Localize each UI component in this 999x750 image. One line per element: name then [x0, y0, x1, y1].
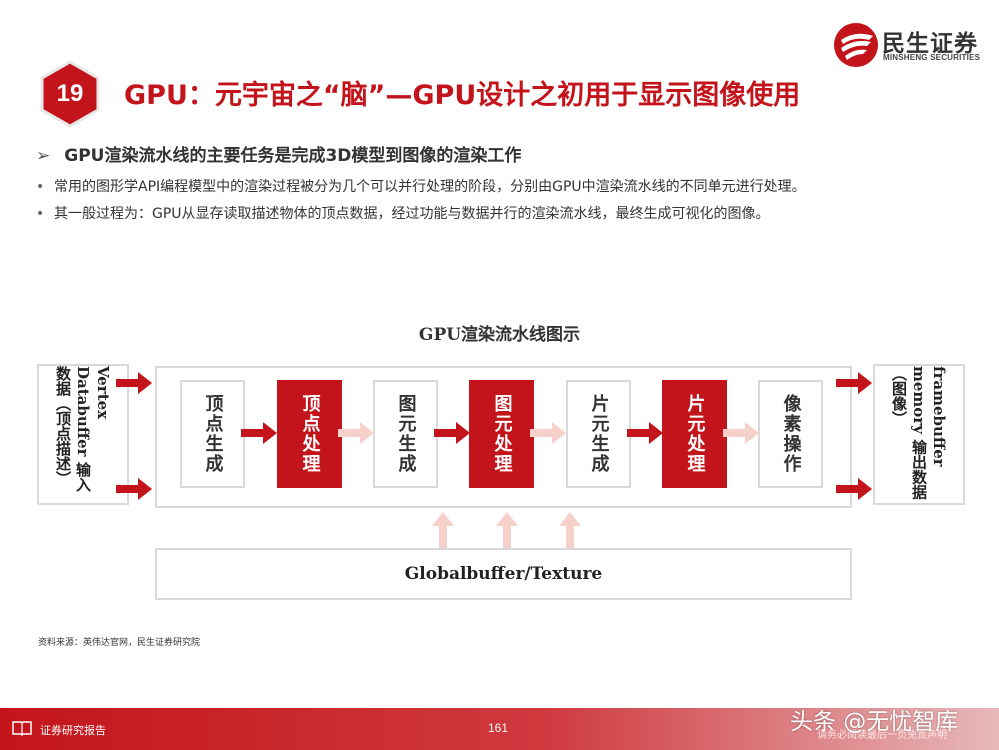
- output-data-box: framebuffer memory 输出数据（图像）: [873, 364, 965, 505]
- arrow-right-icon: [241, 422, 277, 444]
- diagram-title: GPU渲染流水线图示: [418, 325, 581, 345]
- footer-page-number: 161: [488, 721, 509, 735]
- minsheng-logo-icon: [834, 23, 878, 67]
- bullet-text: 其一般过程为：GPU从显存读取描述物体的顶点数据，经过功能与数据并行的渲染流水线…: [54, 206, 770, 222]
- bullet-item: • 其一般过程为：GPU从显存读取描述物体的顶点数据，经过功能与数据并行的渲染流水…: [36, 203, 770, 223]
- arrow-right-icon: [723, 422, 759, 444]
- input-data-label: Vertex Databuffer 输入数据（顶点描述）: [54, 366, 112, 492]
- subheading-text: GPU渲染流水线的主要任务是完成3D模型到图像的渲染工作: [64, 146, 522, 166]
- global-buffer-box: Globalbuffer/Texture: [155, 548, 852, 600]
- arrow-bullet-icon: ➢: [36, 146, 51, 166]
- global-buffer-label: Globalbuffer/Texture: [404, 564, 603, 584]
- arrow-up-icon: [496, 512, 518, 548]
- stage-vertex-generation: 顶点生成: [180, 380, 245, 488]
- stage-label: 顶点处理: [299, 394, 321, 474]
- stage-label: 片元生成: [588, 394, 610, 474]
- stage-pixel-operations: 像素操作: [758, 380, 823, 488]
- stage-primitive-generation: 图元生成: [373, 380, 438, 488]
- arrow-right-icon: [116, 478, 152, 500]
- bullet-dot-icon: •: [36, 206, 45, 222]
- arrow-right-icon: [627, 422, 663, 444]
- bullet-item: • 常用的图形学API编程模型中的渲染过程被分为几个可以并行处理的阶段，分别由GP…: [36, 176, 806, 196]
- arrow-right-icon: [434, 422, 470, 444]
- arrow-right-icon: [116, 372, 152, 394]
- output-data-label: framebuffer memory 输出数据（图像）: [890, 366, 948, 500]
- arrow-up-icon: [432, 512, 454, 548]
- footer-label: 证券研究报告: [40, 724, 106, 737]
- stage-primitive-processing: 图元处理: [469, 380, 534, 488]
- bullet-dot-icon: •: [36, 179, 45, 195]
- brand-name-cn: 民生证券: [882, 31, 978, 57]
- pipeline-frame: [155, 366, 852, 508]
- arrow-right-icon: [338, 422, 374, 444]
- stage-label: 图元处理: [491, 394, 513, 474]
- bullet-text: 常用的图形学API编程模型中的渲染过程被分为几个可以并行处理的阶段，分别由GPU…: [54, 179, 806, 195]
- brand-name-en: MINSHENG SECURITIES: [883, 53, 981, 62]
- input-data-box: Vertex Databuffer 输入数据（顶点描述）: [37, 364, 129, 505]
- stage-fragment-generation: 片元生成: [566, 380, 631, 488]
- arrow-right-icon: [530, 422, 566, 444]
- stage-label: 顶点生成: [202, 394, 224, 474]
- footer-disclaimer: 请务必阅读最后一页免责声明: [817, 730, 947, 741]
- stage-label: 像素操作: [780, 394, 802, 474]
- page-badge-shape: [40, 60, 100, 128]
- arrow-right-icon: [836, 478, 872, 500]
- arrow-up-icon: [559, 512, 581, 548]
- page-badge-number: 19: [56, 80, 84, 107]
- page-title: GPU：元宇宙之“脑”—GPU设计之初用于显示图像使用: [124, 80, 801, 111]
- source-note: 资料来源：英伟达官网，民生证券研究院: [38, 638, 201, 648]
- stage-fragment-processing: 片元处理: [662, 380, 727, 488]
- stage-label: 图元生成: [395, 394, 417, 474]
- watermark: 头条 @无忧智库: [790, 709, 959, 735]
- subheading: ➢ GPU渲染流水线的主要任务是完成3D模型到图像的渲染工作: [36, 141, 521, 166]
- stage-vertex-processing: 顶点处理: [277, 380, 342, 488]
- arrow-right-icon: [836, 372, 872, 394]
- footer-bar: [0, 708, 999, 750]
- book-icon: [12, 721, 32, 736]
- stage-label: 片元处理: [684, 394, 706, 474]
